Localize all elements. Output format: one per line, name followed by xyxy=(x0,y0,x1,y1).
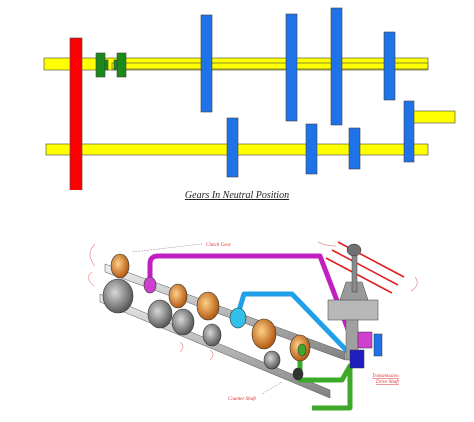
synchro-sleeve-cyan xyxy=(229,307,247,329)
main-gear-3d-1 xyxy=(168,283,188,309)
label-transmission-line1: Transmission xyxy=(372,374,399,379)
main-shaft-layer xyxy=(111,62,429,70)
synchro-collar-right xyxy=(116,52,127,78)
main-gear-2 xyxy=(285,13,298,122)
synchro-collar-left xyxy=(95,52,106,78)
gear-shifter xyxy=(327,243,383,369)
label-counter-shaft: Counter Shaft xyxy=(228,397,257,402)
counter-gear-3d-5 xyxy=(263,350,281,370)
main-gear-4 xyxy=(383,31,396,101)
main-gear-1 xyxy=(200,14,213,113)
synchro-collar-left-hub xyxy=(104,59,109,71)
label-clutch-gear: Clutch Gear xyxy=(206,243,231,248)
main-gear-3d-2 xyxy=(196,291,220,321)
output-shaft-stub xyxy=(412,110,456,124)
main-gear-3 xyxy=(330,7,343,126)
shift-rails xyxy=(325,241,405,294)
synchro-collar-right-hub xyxy=(113,59,118,71)
clutch-gear-3d xyxy=(110,253,130,279)
counter-gear-3d-4 xyxy=(202,323,222,347)
reverse-idler-gear xyxy=(403,100,415,163)
counter-gear-3 xyxy=(348,127,361,170)
main-gear-3d-3 xyxy=(251,318,277,350)
counter-gear-1 xyxy=(226,117,239,178)
counter-gear-3d-1 xyxy=(102,278,134,314)
synchro-sleeve-green xyxy=(297,343,307,357)
decor-curves xyxy=(88,241,418,361)
shift-fork-cyan xyxy=(235,291,352,356)
counter-gear-3d-3 xyxy=(171,308,195,336)
label-transmission-line2: Drive Shaft xyxy=(375,380,400,385)
transmission-3d-illustration: Clutch Gear Transmission Drive Shaft Cou… xyxy=(88,241,418,411)
counter-gear-3d-6 xyxy=(292,367,304,381)
diagram-caption: Gears In Neutral Position xyxy=(184,190,290,201)
synchro-sleeve-purple xyxy=(143,276,157,294)
clutch-gear xyxy=(69,37,83,190)
counter-gear-3d-2 xyxy=(147,299,173,329)
shift-fork-purple xyxy=(147,253,355,341)
neutral-gear-schematic xyxy=(43,7,456,190)
counter-gear-2 xyxy=(305,123,318,175)
